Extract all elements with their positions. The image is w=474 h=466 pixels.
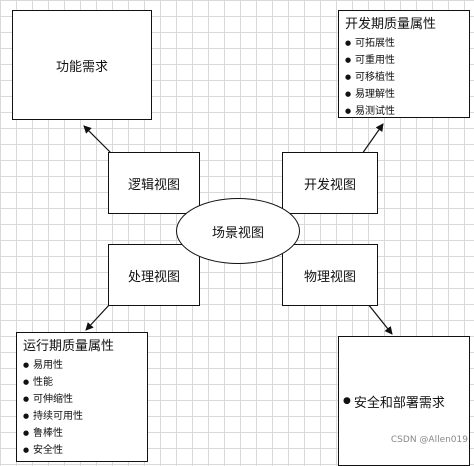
list-item: 持续可用性 [23,408,147,425]
list-item: 性能 [23,374,147,391]
security-deployment-label: 安全和部署需求 [353,395,445,411]
list-item: 易理解性 [345,86,469,103]
scenario-view-label: 场景视图 [211,225,264,241]
list-item: 可重用性 [345,52,469,69]
runtime-quality-box: 运行期质量属性 易用性 性能 可伸缩性 持续可用性 鲁棒性 安全性 [16,332,148,462]
scenario-view-ellipse: 场景视图 [176,198,300,264]
logical-view-label: 逻辑视图 [127,177,180,193]
arrow-development-to-devquality [361,123,384,155]
runtime-quality-title: 运行期质量属性 [23,339,115,354]
development-quality-list: 可拓展性 可重用性 可移植性 易理解性 易测试性 [345,35,469,120]
development-view-label: 开发视图 [303,177,356,193]
development-quality-title: 开发期质量属性 [345,17,437,32]
list-item: 鲁棒性 [23,425,147,442]
list-item: 易用性 [23,357,147,374]
physical-view-box: 物理视图 [282,244,378,306]
list-item: 安全性 [23,442,147,459]
list-item: 可拓展性 [345,35,469,52]
physical-view-label: 物理视图 [303,269,356,285]
functional-requirements-label: 功能需求 [55,59,108,75]
watermark: CSDN @Allen019 [390,435,468,445]
arrow-process-to-runtime [85,303,111,331]
logical-view-box: 逻辑视图 [108,152,200,214]
architecture-diagram: 功能需求 开发期质量属性 可拓展性 可重用性 可移植性 易理解性 易测试性 逻辑… [0,0,474,448]
arrow-physical-to-security [367,303,393,335]
arrow-logical-to-functional [83,125,113,155]
list-item: 可移植性 [345,69,469,86]
list-item: 易测试性 [345,103,469,120]
functional-requirements-box: 功能需求 [12,10,152,120]
connector-arrows [83,123,393,335]
development-view-box: 开发视图 [282,152,378,214]
list-item: 可伸缩性 [23,391,147,408]
process-view-box: 处理视图 [108,244,200,306]
process-view-label: 处理视图 [127,269,180,285]
development-quality-box: 开发期质量属性 可拓展性 可重用性 可移植性 易理解性 易测试性 [338,10,470,120]
runtime-quality-list: 易用性 性能 可伸缩性 持续可用性 鲁棒性 安全性 [23,357,147,459]
bullet-icon: ● [343,396,351,406]
security-deployment-box: ● 安全和部署需求 [338,336,470,466]
